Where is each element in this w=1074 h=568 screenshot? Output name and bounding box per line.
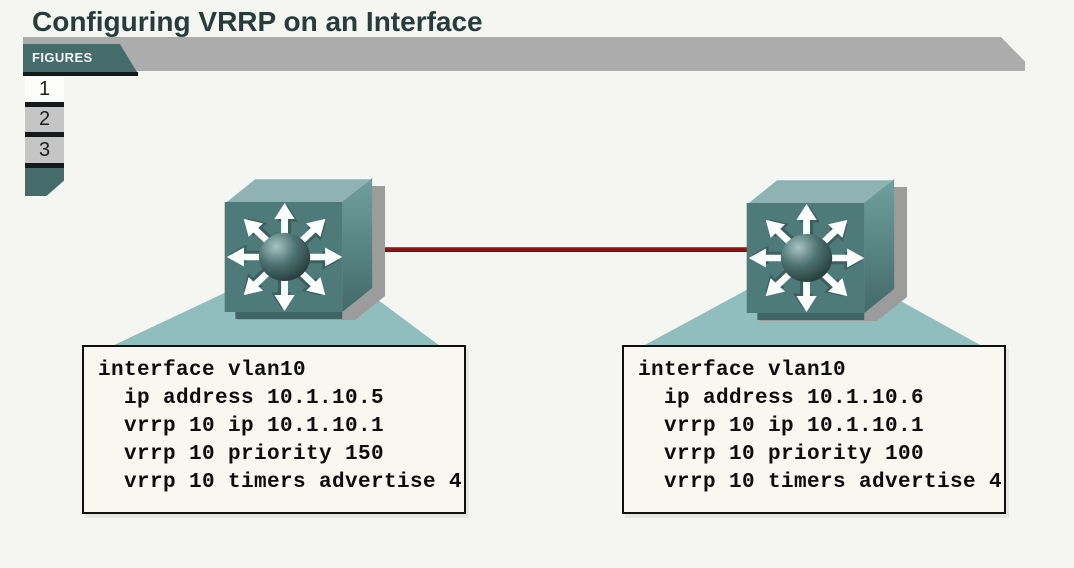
config-line: vrrp 10 timers advertise 4 bbox=[638, 471, 1003, 494]
left-multilayer-switch-icon bbox=[214, 172, 385, 330]
figure-tab-divider bbox=[25, 102, 64, 107]
serial-link-line bbox=[345, 247, 755, 252]
config-line: vrrp 10 priority 100 bbox=[638, 443, 925, 466]
figure-tab-3[interactable]: 3 bbox=[25, 137, 64, 163]
right-config-box: interface vlan10 ip address 10.1.10.6 vr… bbox=[622, 345, 1006, 514]
config-line: ip address 10.1.10.6 bbox=[638, 387, 925, 410]
figure-tab-divider bbox=[25, 132, 64, 137]
config-line: vrrp 10 timers advertise 4 bbox=[98, 471, 463, 494]
config-line: interface vlan10 bbox=[638, 359, 847, 382]
right-multilayer-switch-icon bbox=[736, 173, 907, 331]
figure-tab-2[interactable]: 2 bbox=[25, 107, 64, 132]
left-config-box: interface vlan10 ip address 10.1.10.5 vr… bbox=[82, 345, 466, 514]
config-line: vrrp 10 ip 10.1.10.1 bbox=[638, 415, 925, 438]
figures-panel-tail bbox=[25, 168, 64, 196]
figure-tab-1[interactable]: 1 bbox=[25, 77, 64, 102]
config-line: vrrp 10 ip 10.1.10.1 bbox=[98, 415, 385, 438]
figures-tab-underline bbox=[23, 72, 138, 76]
figures-tab-label: FIGURES bbox=[32, 50, 93, 65]
header-bar bbox=[23, 37, 1025, 71]
config-line: ip address 10.1.10.5 bbox=[98, 387, 385, 410]
figures-tab[interactable]: FIGURES bbox=[23, 44, 137, 72]
config-line: interface vlan10 bbox=[98, 359, 307, 382]
figure-tab-divider bbox=[25, 163, 64, 168]
page-title: Configuring VRRP on an Interface bbox=[32, 6, 483, 37]
config-line: vrrp 10 priority 150 bbox=[98, 443, 385, 466]
